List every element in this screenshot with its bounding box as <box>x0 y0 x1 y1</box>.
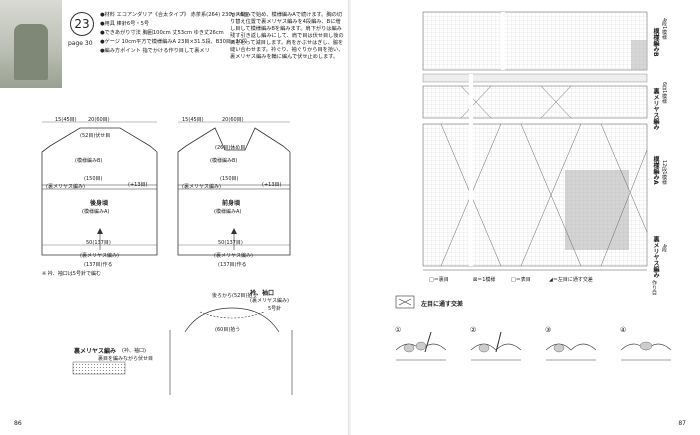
side-label-b: 模様編みB <box>652 28 659 57</box>
rev-box-note: 裏目を編みながら伏せ目 <box>98 356 154 362</box>
spec-line: ●ゲージ 10cm平方で模様編みA 23目×31.5段、B30目×30段 <box>100 39 248 45</box>
side-label-rev: 裏メリヤス編み <box>652 88 659 130</box>
dim-label: (+13目) <box>128 182 148 188</box>
legend-item: ◢＝左目に通す交差 <box>549 277 593 283</box>
cross-title: 左目に通す交差 <box>421 301 464 308</box>
neck-pickup-label: 後ろから(52目)拾う <box>212 293 258 299</box>
dim-label: (52目)伏せ目 <box>80 133 111 139</box>
pattern-b-label: (模様編みB) <box>210 158 238 164</box>
dim-label: 50(137目) <box>218 240 243 246</box>
neck-title: 衿、袖口 <box>250 290 275 297</box>
legend-item: ⊠＝1模様 <box>473 277 496 283</box>
back-title: 後身頃 <box>90 200 109 207</box>
neck-sub: (裏メリヤス編み) <box>250 298 289 304</box>
side-label-rev: 裏メリヤス編み <box>652 236 659 278</box>
needle-label: 5号針 <box>268 306 282 312</box>
spec-line: ●材料 エコアンダリア《合太タイプ》 赤茶系(264) 230g＝6玉 <box>100 12 249 18</box>
left-page: 23 page 30 ●材料 エコアンダリア《合太タイプ》 赤茶系(264) 2… <box>0 0 349 435</box>
dim-label: (+13目) <box>262 182 282 188</box>
dim-label: (150目) <box>84 176 103 182</box>
spec-line: ●用具 棒針6号・5号 <box>100 21 150 27</box>
cast-on-label: (137目)作る <box>218 262 247 268</box>
front-title: 前身頃 <box>222 200 241 207</box>
page-number: 87 <box>678 420 686 427</box>
repeat-label: 4段1模様 <box>661 18 667 40</box>
note-text: ※ 衿、袖口は5号針で編む <box>42 271 101 277</box>
legend-item: □＝表目 <box>511 277 531 283</box>
dim-label: (150目) <box>220 176 239 182</box>
dim-label: 20(60目) <box>88 117 110 123</box>
step-number: ① <box>395 326 402 334</box>
knitting-chart <box>395 11 672 361</box>
step-number: ② <box>470 326 477 334</box>
pattern-a-label: (模様編みA) <box>82 209 110 215</box>
right-page: 模様編みB 裏メリヤス編み 模様編みA 裏メリヤス編み 作り目 4段1模様 6目… <box>351 0 700 435</box>
rev-label: (裏メリヤス編み) <box>80 253 119 259</box>
neck-pickup-label: (60目)拾う <box>215 327 241 333</box>
dim-label: 15(45目) <box>182 117 204 123</box>
schematic-diagram <box>41 121 293 395</box>
rev-label: (裏メリヤス編み) <box>214 253 253 259</box>
page-number: 86 <box>14 420 22 427</box>
repeat-label: 12段1模様 <box>661 160 667 185</box>
pattern-b-label: (模様編みB) <box>75 158 103 164</box>
spec-line: ●編み方ポイント 指でかける作り目して裏メリ <box>100 48 210 54</box>
step-number: ③ <box>545 326 552 334</box>
dim-label: (26目)休め目 <box>215 145 246 151</box>
rev-box-sub: (衿、袖口) <box>122 348 146 354</box>
repeat-label: 4段 <box>661 244 667 253</box>
step-number: ④ <box>620 326 627 334</box>
rev-label: (裏メリヤス編み) <box>46 184 85 190</box>
spec-line: ●できあがり寸法 胸囲100cm 丈53cm ゆき丈26cm <box>100 30 224 36</box>
rev-label: (裏メリヤス編み) <box>182 184 221 190</box>
side-label-start: 作り目 <box>651 280 657 295</box>
rev-box-title: 裏メリヤス編み <box>74 348 117 355</box>
dim-label: 50(137目) <box>86 240 111 246</box>
pattern-number: 23 <box>70 12 94 36</box>
page-ref: page 30 <box>68 40 93 47</box>
instructions-text: ヤス編みで始め、模様編みAで続けます。胸の切り替え位置で裏メリヤス編みを4段編み… <box>230 12 344 60</box>
cast-on-label: (137目)作る <box>84 262 113 268</box>
legend-item: □＝裏目 <box>429 277 449 283</box>
dim-label: 20(60目) <box>222 117 244 123</box>
garment-photo <box>0 0 62 88</box>
book-gutter <box>348 0 352 435</box>
repeat-label: 6目1模様 <box>661 82 667 104</box>
side-label-a: 模様編みA <box>652 156 659 185</box>
pattern-a-label: (模様編みA) <box>214 209 242 215</box>
dim-label: 15(45目) <box>55 117 77 123</box>
